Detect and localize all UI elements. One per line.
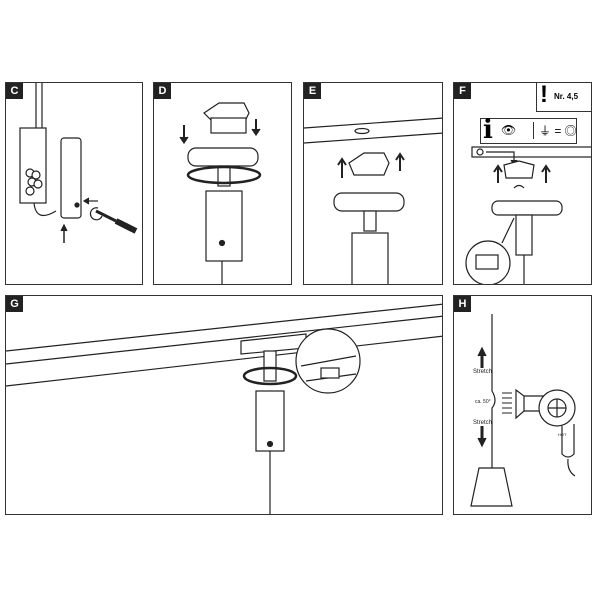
heat-stretch-illustration: [470, 314, 576, 507]
step-f-panel: F ! Nr. 4,5 i 👁 ⏚ = ◎: [453, 82, 592, 285]
angle-label: ca. 50°: [475, 399, 491, 405]
adapter-attach-illustration: [179, 102, 262, 284]
step-h-panel: H Stretch ca. 50° Stretch HOT: [453, 295, 592, 515]
info-icon: i: [483, 115, 493, 145]
height-adjust-illustration: [6, 303, 442, 514]
ground-equals-icon: ⏚ = ◎: [533, 122, 577, 139]
stretch-up-label: Stretch: [473, 369, 493, 375]
step-label: H: [454, 296, 471, 312]
step-g-panel: G: [5, 295, 443, 515]
stretch-down-label: Stretch: [473, 420, 493, 426]
step-c-panel: C: [5, 82, 143, 285]
step-e-panel: E: [303, 82, 443, 285]
warning-icon: !: [540, 82, 548, 108]
step-label: E: [304, 83, 321, 99]
step-label: C: [6, 83, 23, 99]
eye-icon: 👁: [501, 123, 517, 137]
cable-clamp-illustration: [19, 83, 138, 243]
info-box: i 👁 ⏚ = ◎: [480, 115, 577, 145]
step-label: G: [6, 296, 23, 312]
ground-connection-illustration: [465, 146, 591, 284]
note-box: ! Nr. 4,5: [536, 82, 591, 112]
rail-mount-illustration: [304, 117, 442, 284]
step-label: D: [154, 83, 171, 99]
note-text: Nr. 4,5: [554, 92, 579, 101]
step-d-panel: D: [153, 82, 292, 285]
step-label: F: [454, 83, 471, 99]
hot-label: HOT: [558, 432, 567, 437]
